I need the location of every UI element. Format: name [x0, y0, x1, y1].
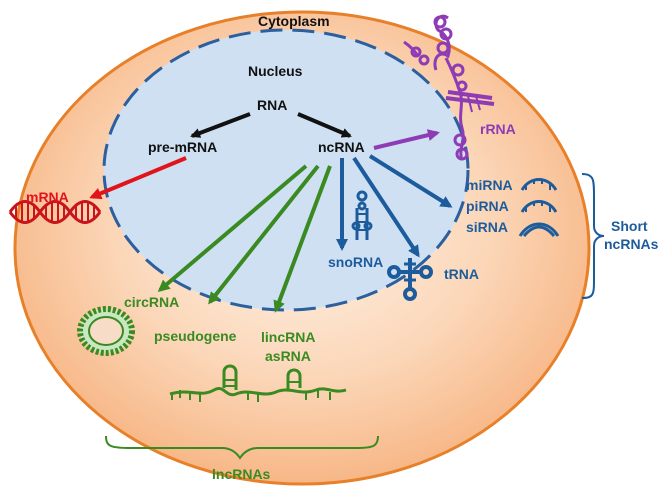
- arrow-pre-mrna-to-mrna: [89, 156, 187, 200]
- arrow-ncrna-to-pseudogene: [208, 164, 320, 305]
- rrna-label: rRNA: [480, 121, 516, 137]
- snorna-label: snoRNA: [328, 254, 384, 270]
- short-ncrnas-label-line1: Short: [611, 218, 648, 234]
- asrna-label: asRNA: [265, 348, 311, 364]
- arrow-ncrna-to-circrna: [157, 164, 308, 292]
- circrna-label: circRNA: [124, 294, 180, 310]
- small-rna-hairpin-icon: [518, 178, 560, 237]
- nucleus-label: Nucleus: [248, 63, 303, 79]
- trna-label: tRNA: [444, 266, 479, 282]
- mrna-label: mRNA: [26, 189, 69, 205]
- circrna-ring-icon: [77, 306, 135, 356]
- lncrna-strand-icon: [169, 364, 347, 402]
- pseudogene-label: pseudogene: [154, 328, 237, 344]
- sirna-label: siRNA: [466, 219, 509, 235]
- rrna-structure-icon: [403, 14, 495, 161]
- lincrna-label: lincRNA: [261, 329, 316, 345]
- short-ncrnas-brace: [581, 173, 605, 299]
- dna-helix-icon: [8, 200, 102, 224]
- arrow-rna-to-ncrna: [297, 112, 352, 138]
- short-ncrnas-label-line2: ncRNAs: [604, 236, 659, 252]
- arrow-ncrna-to-rrna: [373, 129, 440, 150]
- trna-cloverleaf-icon: [387, 258, 433, 301]
- mirna-label: miRNA: [466, 177, 513, 193]
- nucleus-ellipse: [102, 28, 470, 312]
- arrow-ncrna-to-trna: [352, 156, 420, 258]
- arrow-ncrna-to-small-rnas: [368, 154, 453, 208]
- pre-mrna-label: pre-mRNA: [148, 139, 218, 155]
- arrow-ncrna-to-lincrna: [273, 165, 332, 313]
- rna-label: RNA: [257, 97, 288, 113]
- snorna-hairpin-icon: [351, 190, 373, 240]
- pirna-label: piRNA: [466, 198, 509, 214]
- lncrnas-label: lncRNAs: [212, 466, 271, 482]
- lncrnas-brace: [105, 435, 379, 460]
- cytoplasm-label: Cytoplasm: [258, 13, 330, 29]
- ncrna-label: ncRNA: [318, 139, 365, 155]
- arrow-rna-to-pre-mrna: [190, 112, 251, 138]
